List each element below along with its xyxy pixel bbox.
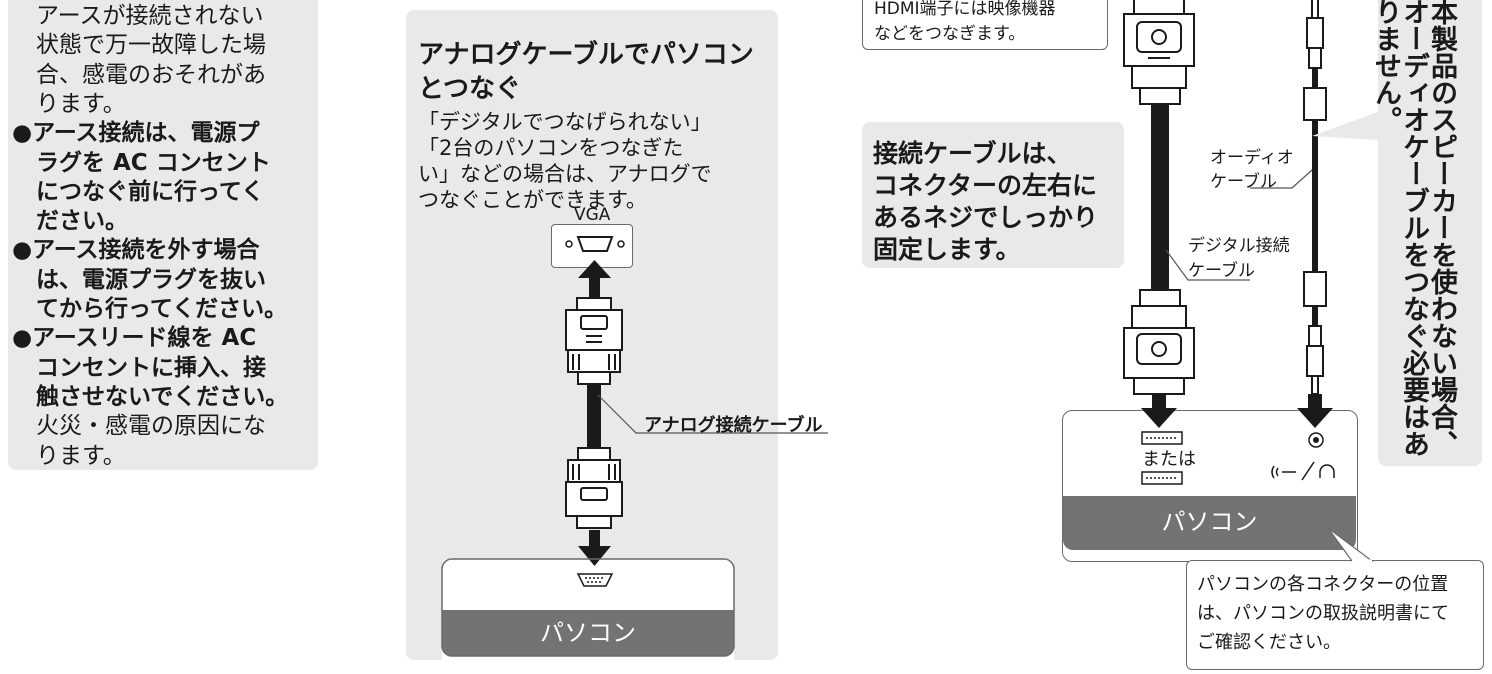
- audio-plug-top: [1306, 0, 1324, 69]
- audio-note-col2: オーディオケーブルをつなぐ必要はあ: [1398, 0, 1429, 457]
- analog-body-line: 「2台のパソコンをつなぎた: [418, 136, 684, 160]
- analog-title-line2: とつなぐ: [418, 74, 521, 104]
- vga-down-arrow: [578, 530, 611, 566]
- or-label: または: [1142, 449, 1196, 470]
- vga-plug-bottom: [565, 447, 623, 529]
- audio-plug-bottom: [1306, 325, 1324, 395]
- analog-body-line: 「デジタルでつなげられない」: [418, 110, 712, 134]
- audio-cable-label-line1: オーディオ: [1210, 148, 1294, 168]
- vga-port-label: VGA: [574, 205, 611, 225]
- digital-cable-label-line1: デジタル接続: [1188, 236, 1290, 256]
- earth-warning-line: アースが接続されない: [36, 3, 264, 29]
- analog-cable-leader: [597, 394, 828, 434]
- line-out-headphone-icon: [1271, 461, 1335, 481]
- location-lines-line: パソコンの各コネクターの位置: [1197, 574, 1449, 595]
- dvi-port-icon-bottom: [1141, 471, 1183, 485]
- audio-cable: [1312, 68, 1318, 290]
- analog-body-line: つなぐことができます。: [418, 188, 647, 212]
- location-note-box: [1186, 560, 1484, 670]
- audio-ferrite-top: [1303, 87, 1327, 121]
- analog-body-line: い」などの場合は、アナログで: [418, 162, 712, 186]
- earth-warning-line: ださい。: [36, 208, 128, 235]
- callout-lines-line: コネクターの左右に: [873, 171, 1098, 200]
- audio-jack-icon: [1308, 432, 1324, 448]
- audio-note-panel: [1378, 0, 1482, 466]
- digital-pc-label: パソコン: [1063, 496, 1356, 550]
- earth-warning-line: ●アース接続を外す場合: [12, 237, 260, 264]
- dvi-port-icon-top: [1141, 431, 1183, 445]
- dvi-cable: [1151, 104, 1169, 290]
- earth-warning-line: 触させないでください。: [36, 383, 289, 410]
- location-lines-line: ご確認ください。: [1197, 632, 1341, 653]
- callout-lines-line: 接続ケーブルは、: [873, 139, 1072, 168]
- earth-warning-panel: [8, 0, 318, 470]
- dvi-down-arrow: [1141, 394, 1177, 428]
- earth-warning-line: コンセントに挿入、接: [36, 354, 266, 381]
- pc-vga-port-icon: [576, 573, 614, 587]
- vga-up-arrow: [578, 260, 611, 297]
- callout-lines-line: あるネジでしっかり: [873, 203, 1099, 232]
- vga-port-icon: [565, 236, 625, 252]
- earth-warning-line: 状態で万一故障した場: [36, 32, 266, 59]
- analog-cable: [587, 384, 601, 448]
- dvi-plug-top: [1123, 0, 1195, 105]
- hdmi-note-box: [862, 0, 1108, 50]
- analog-title-line1: アナログケーブルでパソコン: [418, 40, 754, 70]
- earth-warning-line: につなぐ前に行ってく: [36, 178, 265, 205]
- cable-fix-callout: [862, 122, 1124, 268]
- callout-lines-line: 固定します。: [873, 235, 1021, 264]
- audio-down-arrow: [1297, 394, 1333, 428]
- audio-note-col1: 本製品のスピーカーを使わない場合、: [1426, 0, 1457, 457]
- earth-warning-line: 火災・感電の原因にな: [36, 413, 266, 440]
- analog-pc-label: パソコン: [442, 610, 734, 656]
- audio-note-col3: りません。: [1370, 0, 1401, 133]
- earth-warning-line: 合、感電のおそれがあ: [36, 61, 266, 88]
- earth-warning-line: ります。: [36, 442, 126, 469]
- vga-plug-top: [565, 297, 623, 385]
- earth-warning-line: ●アース接続は、電源プ: [12, 120, 260, 147]
- audio-ferrite-bottom: [1303, 271, 1327, 307]
- earth-warning-line: ラグを AC コンセント: [36, 149, 271, 176]
- hdmi-note-line2: などをつなぎます。: [874, 24, 1026, 44]
- analog-cable-label: アナログ接続ケーブル: [644, 415, 823, 436]
- earth-warning-line: てから行ってください。: [36, 296, 288, 322]
- earth-warning-line: ●アースリード線を AC: [12, 325, 257, 352]
- audio-note-tail: [1312, 112, 1378, 140]
- audio-cable-label-line2: ケーブル: [1210, 172, 1277, 192]
- location-lines-line: は、パソコンの取扱説明書にて: [1197, 603, 1449, 624]
- hdmi-note-line1: HDMI端子には映像機器: [874, 0, 1056, 19]
- earth-warning-line: ります。: [36, 90, 126, 117]
- earth-warning-line: は、電源プラグを抜い: [36, 266, 266, 293]
- digital-cable-label-line2: ケーブル: [1188, 261, 1255, 281]
- dvi-plug-bottom: [1123, 289, 1195, 395]
- callout-tail: [1006, 208, 1120, 268]
